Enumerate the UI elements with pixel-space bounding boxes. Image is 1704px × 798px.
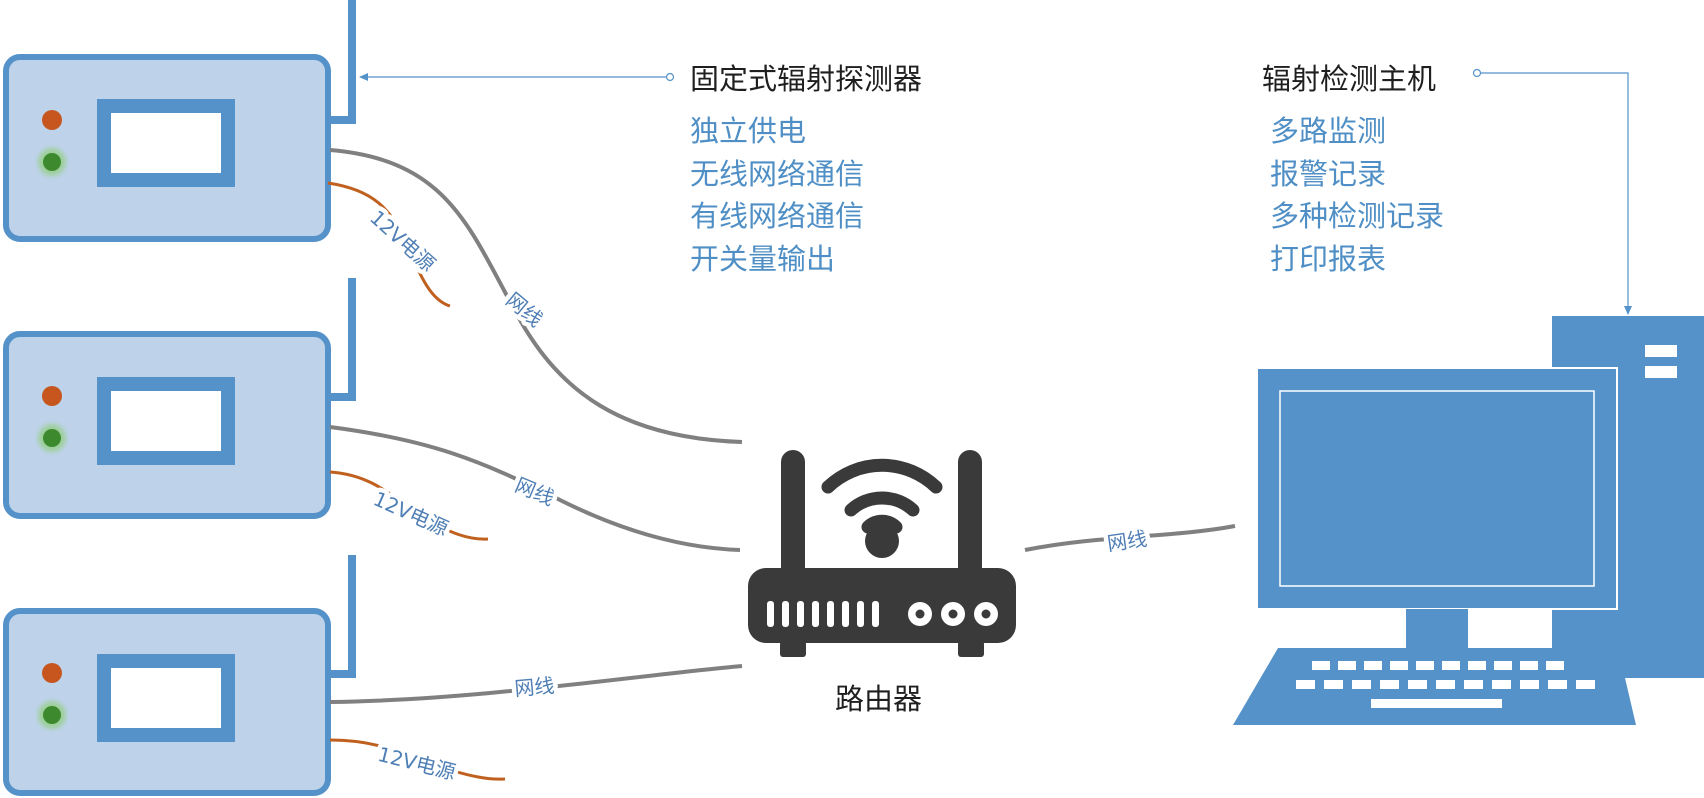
network-label-2: 网线 网线: [507, 468, 562, 515]
status-led: [43, 706, 61, 724]
network-label-4: 网线 网线: [1101, 522, 1153, 560]
detector-display: [97, 99, 235, 187]
svg-text:网线: 网线: [513, 673, 555, 700]
power-cable-2: [329, 470, 489, 541]
monitor-stand: [1406, 609, 1468, 649]
antenna-icon: [330, 278, 356, 401]
antenna-icon: [330, 0, 356, 124]
detector-feature: 独立供电: [690, 114, 807, 148]
router-label: 路由器: [835, 682, 923, 716]
host-feature: 打印报表: [1270, 241, 1387, 276]
svg-text:网线: 网线: [512, 473, 558, 511]
router-status-lights: [908, 602, 998, 626]
detector-feature-list: 独立供电 无线网络通信 有线网络通信 开关量输出: [690, 110, 864, 280]
power-led: [42, 663, 62, 683]
power-led: [42, 386, 62, 406]
detector-title: 固定式辐射探测器: [690, 62, 923, 96]
power-label-3: 12V电源 12V电源: [371, 737, 463, 788]
monitor-screen: [1279, 390, 1595, 587]
network-cable-1: [329, 148, 743, 444]
detector-unit-2: [3, 278, 356, 519]
router-antenna-left: [781, 450, 805, 585]
power-label-2: 12V电源 12V电源: [365, 482, 456, 545]
power-cable-3: [329, 738, 506, 781]
host-title: 辐射检测主机: [1262, 62, 1437, 96]
detector-feature: 开关量输出: [690, 241, 836, 276]
detector-unit-3: [3, 555, 356, 796]
network-cable-2: [329, 425, 741, 552]
power-label-1: 12V电源 12V电源: [361, 201, 445, 281]
router-ports: [767, 601, 879, 627]
power-led: [42, 110, 62, 130]
host-feature-list: 多路监测 报警记录 多种检测记录 打印报表: [1270, 110, 1444, 280]
network-cable-3: [329, 664, 743, 704]
svg-text:网线: 网线: [501, 288, 547, 332]
host-feature: 报警记录: [1270, 156, 1387, 191]
svg-text:12V电源: 12V电源: [375, 742, 458, 784]
detector-feature: 无线网络通信: [690, 156, 865, 191]
svg-text:网线: 网线: [1106, 526, 1149, 555]
antenna-icon: [330, 555, 356, 678]
detector-display: [97, 377, 235, 465]
keyboard: [1233, 648, 1636, 725]
status-led: [43, 153, 61, 171]
computer-icon: [1233, 316, 1704, 725]
detector-unit-1: [3, 0, 356, 242]
power-cable-1: [327, 181, 451, 308]
network-label-1: 网线 网线: [497, 283, 552, 336]
svg-text:12V电源: 12V电源: [365, 205, 440, 276]
router-icon: [748, 450, 1016, 657]
detector-feature: 有线网络通信: [690, 199, 865, 233]
status-led: [43, 429, 61, 447]
host-feature: 多种检测记录: [1270, 199, 1445, 233]
wifi-icon: [821, 458, 943, 534]
host-leader-line: [1481, 72, 1632, 315]
keyboard-keys: [1296, 661, 1595, 708]
router-antenna-right: [958, 450, 982, 585]
network-cable-router-host: [1024, 524, 1236, 552]
svg-text:12V电源: 12V电源: [370, 487, 452, 541]
network-label-3: 网线 网线: [509, 669, 560, 705]
host-feature: 多路监测: [1270, 114, 1387, 148]
detector-display: [97, 654, 235, 742]
